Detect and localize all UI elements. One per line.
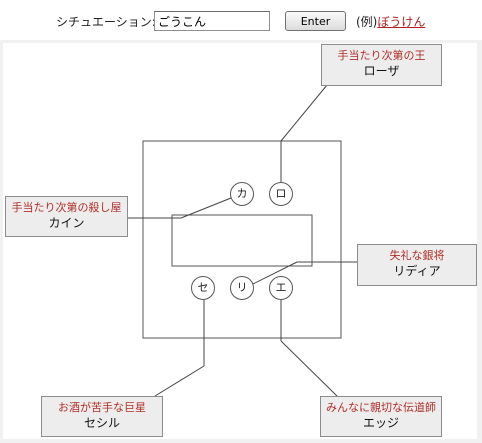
example-link[interactable]: ぼうけん [377,15,426,29]
seat-bottom-right: エ [269,276,293,300]
character-card-cain: 手当たり次第の殺し屋 カイン [5,196,128,237]
room-outline [142,140,342,339]
character-card-rydia: 失礼な銀将 リディア [357,244,477,286]
character-name: エッジ [362,416,399,430]
connector-rosa [280,84,328,142]
character-name: ローザ [363,64,400,78]
character-epithet: 失礼な銀将 [389,249,445,262]
situation-input[interactable] [154,11,270,31]
connector-cain-seat [180,195,237,219]
character-card-cecil: お酒が苦手な巨星 セシル [41,396,163,437]
character-name: カイン [48,216,85,230]
situation-label: シチュエーション: [56,15,156,29]
table [171,214,313,267]
enter-button[interactable]: Enter [285,11,346,31]
connector-rydia-seat [248,261,298,287]
seat-bottom-middle: リ [230,276,254,300]
seat-top-left: カ [230,182,254,206]
character-epithet: 手当たり次第の殺し屋 [11,201,122,214]
character-epithet: お酒が苦手な巨星 [58,401,146,414]
character-epithet: みんなに親切な伝道師 [326,401,436,414]
character-name: セシル [83,416,120,430]
connector-edge [280,340,338,397]
character-name: リディア [393,264,441,278]
seat-top-right: ロ [269,182,293,206]
example-text: (例)ぼうけん [356,13,425,30]
example-prefix: (例) [356,15,378,29]
seat-bottom-left: セ [191,276,215,300]
character-card-edge: みんなに親切な伝道師 エッジ [320,396,442,437]
character-card-rosa: 手当たり次第の王 ローザ [321,44,442,86]
character-epithet: 手当たり次第の王 [337,49,426,62]
connector-cecil [154,365,205,397]
situation-bar: シチュエーション: Enter (例)ぼうけん [0,0,482,40]
